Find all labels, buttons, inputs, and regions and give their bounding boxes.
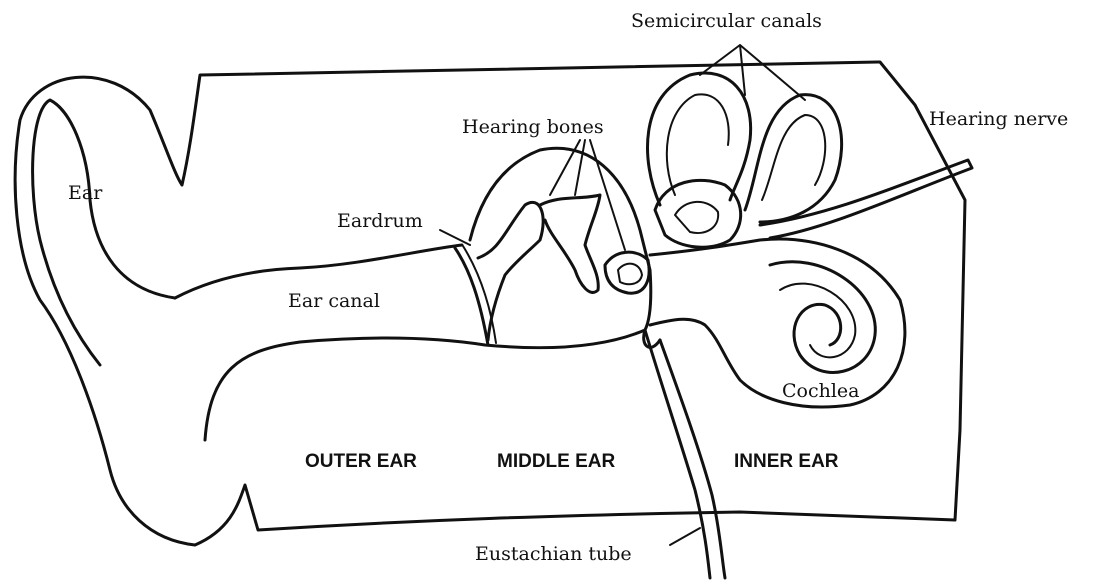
region-middle-ear: MIDDLE EAR xyxy=(497,452,615,471)
semicircular-canal-left xyxy=(648,73,751,205)
eustachian-tube-shape-2 xyxy=(660,340,725,578)
vestibule xyxy=(655,180,741,247)
stapes-inner xyxy=(618,264,642,285)
label-eustachian-tube: Eustachian tube xyxy=(475,545,632,564)
ear-canal-lower xyxy=(205,330,645,440)
label-ear-canal: Ear canal xyxy=(288,292,380,311)
label-semicircular-canals: Semicircular canals xyxy=(631,12,822,31)
hearing-nerve-shape xyxy=(760,160,972,238)
label-ear: Ear xyxy=(68,184,102,203)
vestibule-inner xyxy=(675,202,718,233)
semicircular-canal-right xyxy=(745,95,842,222)
region-outer-ear: OUTER EAR xyxy=(305,452,417,471)
cochlea-spiral-inner xyxy=(780,284,855,358)
pinna-fold xyxy=(33,100,175,365)
leader-eustachian xyxy=(670,528,700,545)
label-hearing-nerve: Hearing nerve xyxy=(929,110,1068,129)
label-eardrum: Eardrum xyxy=(337,212,423,231)
malleus xyxy=(478,202,543,340)
leader-semicircular xyxy=(700,45,805,100)
incus xyxy=(540,195,600,292)
leader-eardrum xyxy=(440,230,470,245)
label-cochlea: Cochlea xyxy=(782,382,860,401)
region-inner-ear: INNER EAR xyxy=(734,452,839,471)
label-hearing-bones: Hearing bones xyxy=(462,118,604,137)
middle-ear-cavity xyxy=(470,148,660,347)
semicircular-canal-right-inner xyxy=(762,115,825,200)
